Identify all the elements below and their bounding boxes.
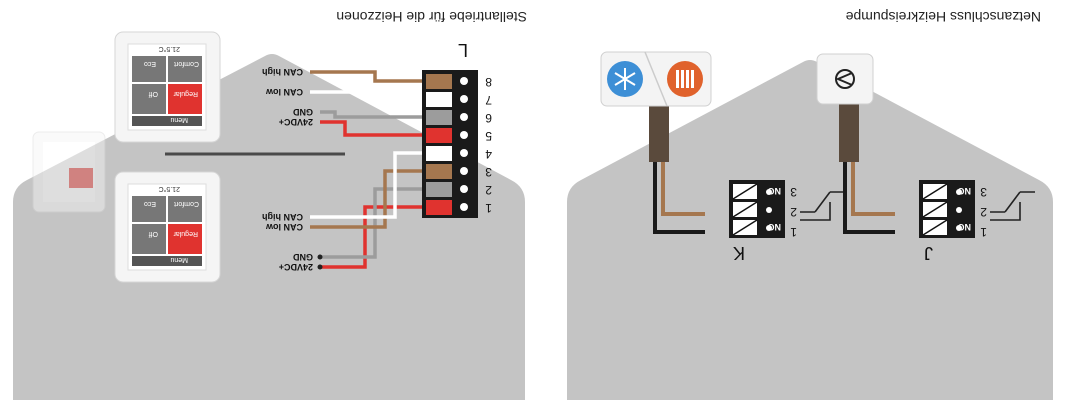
terminal-k-pin-no: NO bbox=[768, 186, 782, 196]
port-can-high-1: CAN high bbox=[262, 212, 303, 222]
terminal-j-label: J bbox=[924, 243, 933, 263]
pump-wires bbox=[649, 92, 895, 234]
terminal-j-num-3: 1 bbox=[980, 225, 987, 239]
terminal-j-pin-nc: NC bbox=[958, 222, 971, 232]
caption-zones: Stellantriebe für die Heizzonen bbox=[336, 9, 527, 25]
thermostat-unit-extra bbox=[32, 131, 106, 213]
port-power-2: 24VDC+ bbox=[279, 117, 313, 127]
thermostat-1-menu: Menu bbox=[170, 256, 188, 263]
thermostat-2-eco: Eco bbox=[144, 60, 156, 67]
port-can-high-2: CAN high bbox=[262, 67, 303, 77]
terminal-l-num-3: 3 bbox=[485, 165, 492, 179]
port-can-low-1: CAN low bbox=[265, 222, 303, 232]
thermostat-1-temp: 21.5°C bbox=[159, 185, 180, 193]
thermostat-2-menu: Menu bbox=[170, 116, 188, 123]
snowflake-icon bbox=[607, 61, 643, 97]
caption-pump: Netzanschluss Heizkreispumpe bbox=[845, 9, 1041, 25]
terminal-j-pin-no: NO bbox=[958, 186, 972, 196]
terminal-j-num-2: 2 bbox=[980, 205, 987, 219]
port-gnd-2: GND bbox=[293, 107, 314, 117]
terminal-block-j: J 3 2 1 NC NO bbox=[919, 180, 1035, 263]
terminal-l-body bbox=[422, 70, 478, 218]
terminal-k-num-1: 3 bbox=[790, 185, 797, 199]
port-power-1: 24VDC+ bbox=[279, 262, 313, 272]
thermostat-1-regular: Regular bbox=[173, 230, 198, 237]
heat-cool-device bbox=[600, 51, 712, 107]
panel-pump bbox=[567, 60, 1053, 400]
terminal-l-num-8: 8 bbox=[485, 75, 492, 89]
terminal-l-num-6: 6 bbox=[485, 111, 492, 125]
thermostat-unit-2: Menu Regular Off Comfort Eco 21.5°C bbox=[114, 31, 221, 143]
port-can-low-2: CAN low bbox=[265, 87, 303, 97]
terminal-k-body: NC NO bbox=[729, 180, 785, 238]
thermostat-2-temp: 21.5°C bbox=[159, 45, 180, 53]
thermostat-unit-1: Menu Regular Off Comfort Eco 21.5°C bbox=[114, 171, 221, 283]
pump-icon bbox=[835, 69, 855, 89]
terminal-l-num-7: 7 bbox=[485, 93, 492, 107]
terminal-l-num-1: 1 bbox=[485, 201, 492, 215]
relay-switch-icon bbox=[990, 191, 1035, 221]
thermostat-2-comfort: Comfort bbox=[174, 60, 199, 67]
terminal-k-label: K bbox=[733, 243, 745, 263]
pump-device bbox=[816, 53, 874, 105]
relay-switch-icon bbox=[800, 191, 845, 221]
terminal-j-body: NC NO bbox=[919, 180, 975, 238]
terminal-block-k: K 3 2 1 NC NO bbox=[729, 180, 845, 263]
port-labels: 24VDC+ GND CAN low CAN high 24VDC+ GND C… bbox=[262, 67, 313, 272]
terminal-l-num-4: 4 bbox=[485, 147, 492, 161]
zone-wires bbox=[165, 70, 422, 270]
terminal-l-label: L bbox=[458, 40, 468, 60]
terminal-k-num-3: 1 bbox=[790, 225, 797, 239]
thermostat-2-regular: Regular bbox=[173, 90, 198, 97]
terminal-l-num-5: 5 bbox=[485, 129, 492, 143]
thermostat-1-eco: Eco bbox=[144, 200, 156, 207]
terminal-k-pin-nc: NC bbox=[768, 222, 781, 232]
terminal-block-l: L 1 2 3 4 5 6 7 8 bbox=[422, 40, 492, 218]
thermostat-2-off: Off bbox=[149, 90, 158, 97]
terminal-l-num-2: 2 bbox=[485, 183, 492, 197]
terminal-k-num-2: 2 bbox=[790, 205, 797, 219]
port-gnd-1: GND bbox=[293, 252, 314, 262]
thermostat-1-off: Off bbox=[149, 230, 158, 237]
terminal-j-num-1: 3 bbox=[980, 185, 987, 199]
terminal-l-numbers: 1 2 3 4 5 6 7 8 bbox=[485, 75, 492, 215]
thermostat-1-comfort: Comfort bbox=[174, 200, 199, 207]
radiator-icon bbox=[667, 61, 703, 97]
